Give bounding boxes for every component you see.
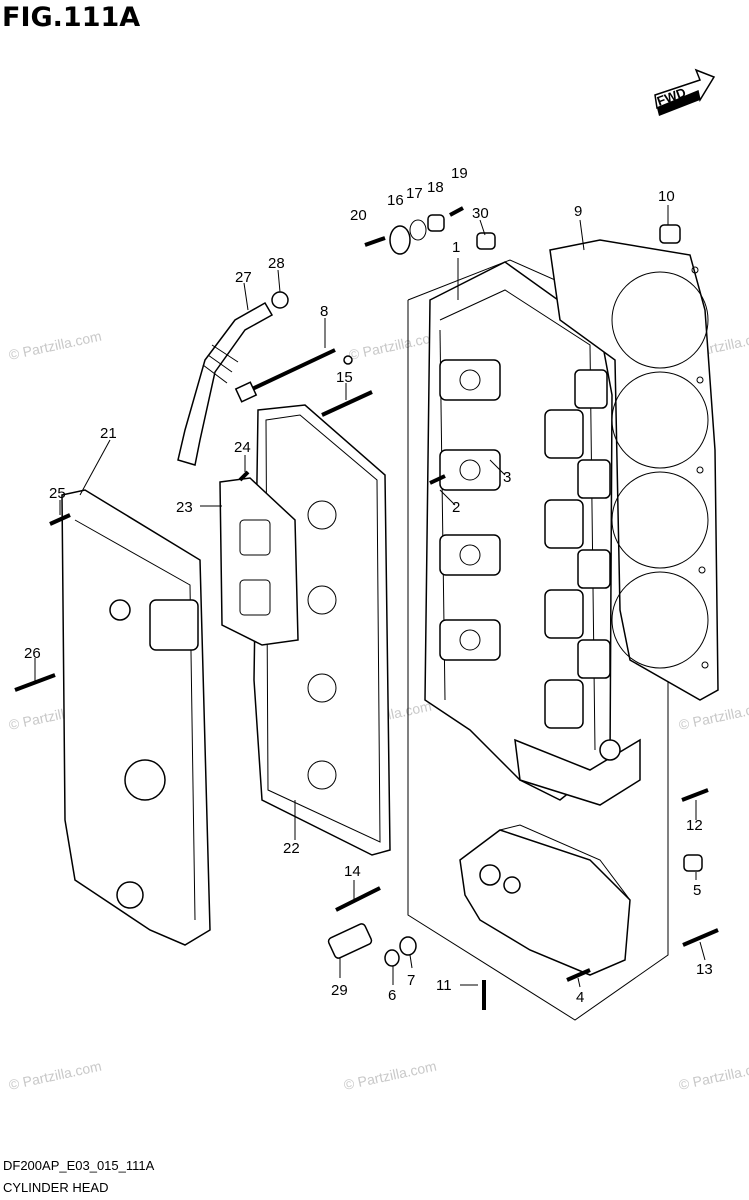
fwd-arrow-icon: FWD: [654, 68, 716, 116]
figure-name: CYLINDER HEAD: [3, 1180, 109, 1195]
dowel-10: [659, 224, 681, 244]
callout-3: 3: [503, 469, 511, 486]
figure-title: FIG.111A: [2, 2, 141, 33]
bolt-19: [449, 206, 464, 217]
callout-7: 7: [407, 972, 415, 989]
cap-16: [389, 225, 411, 255]
callout-18: 18: [427, 179, 444, 196]
callout-6: 6: [388, 987, 396, 1004]
callout-30: 30: [472, 205, 489, 222]
callout-16: 16: [387, 192, 404, 209]
cylinder-head-part: [424, 261, 641, 806]
callout-8: 8: [320, 303, 328, 320]
breather-hose-part: [177, 291, 289, 466]
bolt-15: [321, 390, 373, 417]
callout-9: 9: [574, 203, 582, 220]
callout-2: 2: [452, 499, 460, 516]
callout-24: 24: [234, 439, 251, 456]
bolt-13: [682, 928, 719, 947]
watermark: © Partzilla.com: [7, 328, 103, 363]
callout-23: 23: [176, 499, 193, 516]
callout-15: 15: [336, 369, 353, 386]
bolt-24: [238, 470, 250, 482]
callout-10: 10: [658, 188, 675, 205]
dowel-30: [476, 232, 496, 250]
o-ring-17: [409, 219, 427, 241]
watermark: © Partzilla.com: [7, 1058, 103, 1093]
o-ring-7: [399, 936, 417, 956]
callout-4: 4: [576, 989, 584, 1006]
callout-26: 26: [24, 645, 41, 662]
bush-18: [427, 214, 445, 232]
callout-11: 11: [436, 977, 452, 994]
dowel-5: [683, 854, 703, 872]
callout-14: 14: [344, 863, 361, 880]
callout-13: 13: [696, 961, 713, 978]
bolt-12: [681, 788, 709, 802]
callout-25: 25: [49, 485, 66, 502]
callout-22: 22: [283, 840, 300, 857]
cylinder-head-box: [407, 259, 669, 1021]
callout-1: 1: [452, 239, 460, 256]
bolt-26: [14, 673, 56, 692]
bolt-4: [566, 968, 591, 982]
callout-20: 20: [350, 207, 367, 224]
callout-19: 19: [451, 165, 468, 182]
leader-lines: [34, 205, 706, 988]
bolts: [14, 206, 719, 1010]
watermark: © Partzilla.com: [342, 1058, 438, 1093]
callout-21: 21: [100, 425, 117, 442]
callout-5: 5: [693, 882, 701, 899]
sensor-29: [327, 923, 373, 959]
head-cover-part: [61, 489, 211, 946]
bolt-2: [429, 474, 446, 485]
bolt-8: [249, 348, 336, 392]
callouts: 1 2 3 4 5 6 7 8 9 10 11 12 13 14 15 16 1…: [24, 165, 713, 1006]
callout-29: 29: [331, 982, 348, 999]
callout-28: 28: [268, 255, 285, 272]
watermark: © Partzilla.com: [677, 698, 749, 733]
callout-27: 27: [235, 269, 252, 286]
figure-code: DF200AP_E03_015_111A: [3, 1158, 155, 1173]
washer-6: [384, 949, 400, 967]
lower-housing-part: [459, 824, 631, 976]
bolt-20: [364, 236, 386, 247]
plate-part: [219, 477, 299, 646]
bolt-14: [335, 886, 381, 912]
callout-17: 17: [406, 185, 423, 202]
callout-12: 12: [686, 817, 703, 834]
bolt-25: [49, 513, 71, 526]
head-gasket-part: [549, 239, 719, 701]
clip-part: [343, 355, 353, 365]
watermark: © Partzilla.com: [677, 1058, 749, 1093]
